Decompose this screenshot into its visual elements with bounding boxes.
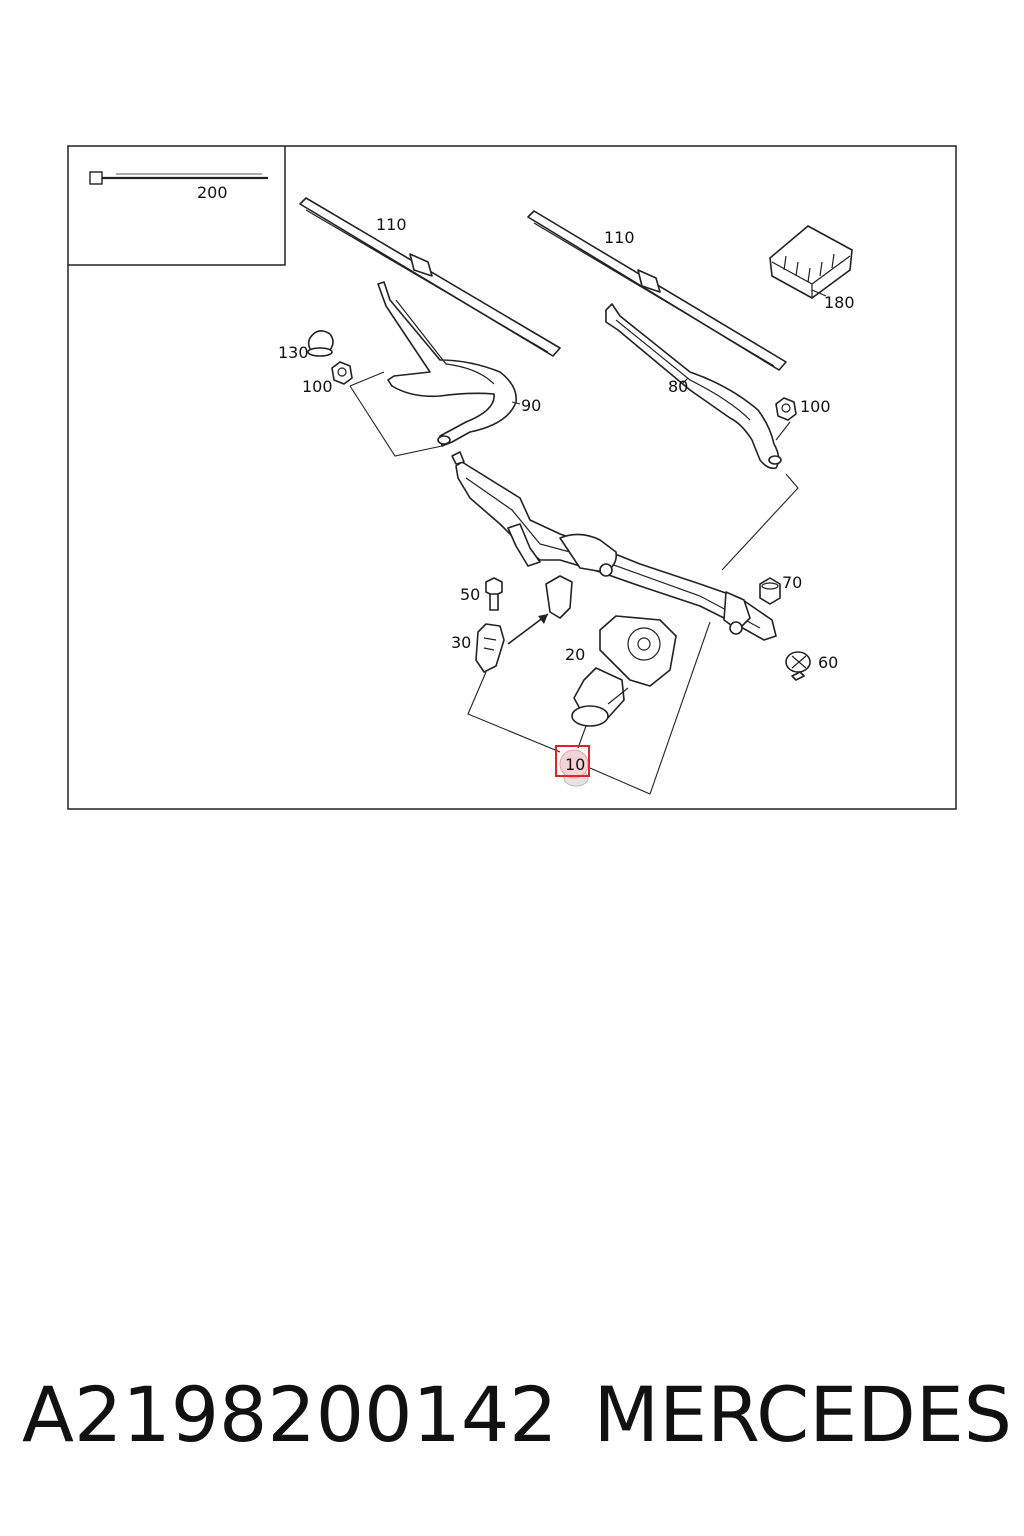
inset-box: 200 [68,146,286,266]
brand-name: MERCEDES [593,1370,1012,1459]
wiper-arm-right: 80 [605,303,782,470]
parts-diagram: 200 110 110 180 130 100 [67,145,957,810]
callout-50: 50 [460,585,480,604]
callout-60: 60 [818,653,838,672]
part-number: A2198200142 [22,1370,558,1459]
highlighted-part-10: 10 [555,745,590,787]
callout-70: 70 [782,573,802,592]
bolt: 50 [460,577,503,611]
wiper-blade-right: 110 [527,210,787,371]
cap: 130 [278,330,334,362]
connector-cover: 180 [769,225,855,312]
wiper-blade-left: 110 [299,197,561,357]
mount: 60 [785,651,838,681]
callout-110-right: 110 [604,228,635,247]
bracket: 30 [451,613,549,673]
wiper-arm-left: 90 [377,281,541,447]
nut-right: 100 [775,397,831,441]
callout-110-left: 110 [376,215,407,234]
callout-130: 130 [278,343,309,362]
callout-20: 20 [565,645,585,664]
callout-90: 90 [521,396,541,415]
callout-100-left: 100 [302,377,333,396]
wiper-motor: 20 [565,615,677,727]
callout-10: 10 [565,755,585,774]
nut-left: 100 [302,361,443,457]
callout-80: 80 [668,377,688,396]
grommet: 70 [759,573,802,605]
callout-180: 180 [824,293,855,312]
callout-200: 200 [197,183,228,202]
highlight-box [555,745,590,777]
footer: A2198200142 MERCEDES [22,1370,1012,1470]
callout-30: 30 [451,633,471,652]
callout-100-right: 100 [800,397,831,416]
diagram-frame [67,145,957,810]
wiper-linkage [451,451,777,641]
